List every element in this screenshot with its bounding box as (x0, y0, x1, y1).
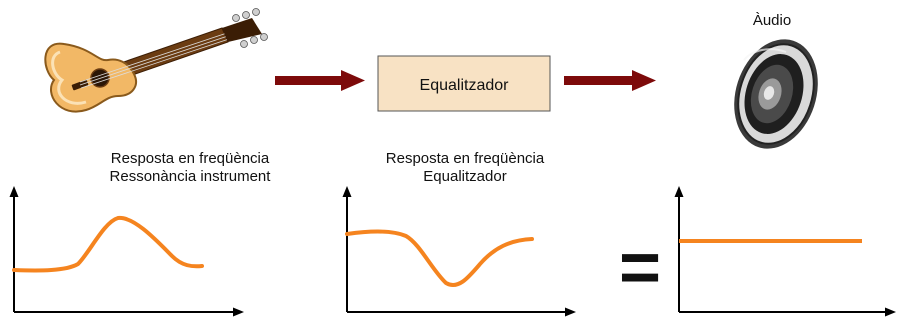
arrow-to-equalizer (275, 70, 365, 91)
audio-label: Àudio (753, 12, 791, 29)
instrument-response-curve (12, 215, 204, 273)
instrument-caption-line2: Ressonància instrument (110, 168, 272, 185)
speaker-icon (734, 39, 818, 149)
equalizer-box: Equalitzador (377, 55, 551, 112)
instrument-response-plot (9, 186, 244, 317)
flat-response-plot (674, 186, 896, 317)
equalizer-caption-line2: Equalitzador (423, 168, 506, 185)
equalizer-response-curve (345, 229, 534, 287)
equalizer-caption-line1: Resposta en freqüència (386, 150, 545, 167)
instrument-caption-line1: Resposta en freqüència (111, 150, 270, 167)
equalizer-response-plot (342, 186, 576, 317)
arrow-to-audio (564, 70, 656, 91)
guitar-icon (44, 8, 268, 113)
equals-sign: = (619, 228, 661, 308)
equalizer-box-label: Equalitzador (420, 77, 510, 94)
